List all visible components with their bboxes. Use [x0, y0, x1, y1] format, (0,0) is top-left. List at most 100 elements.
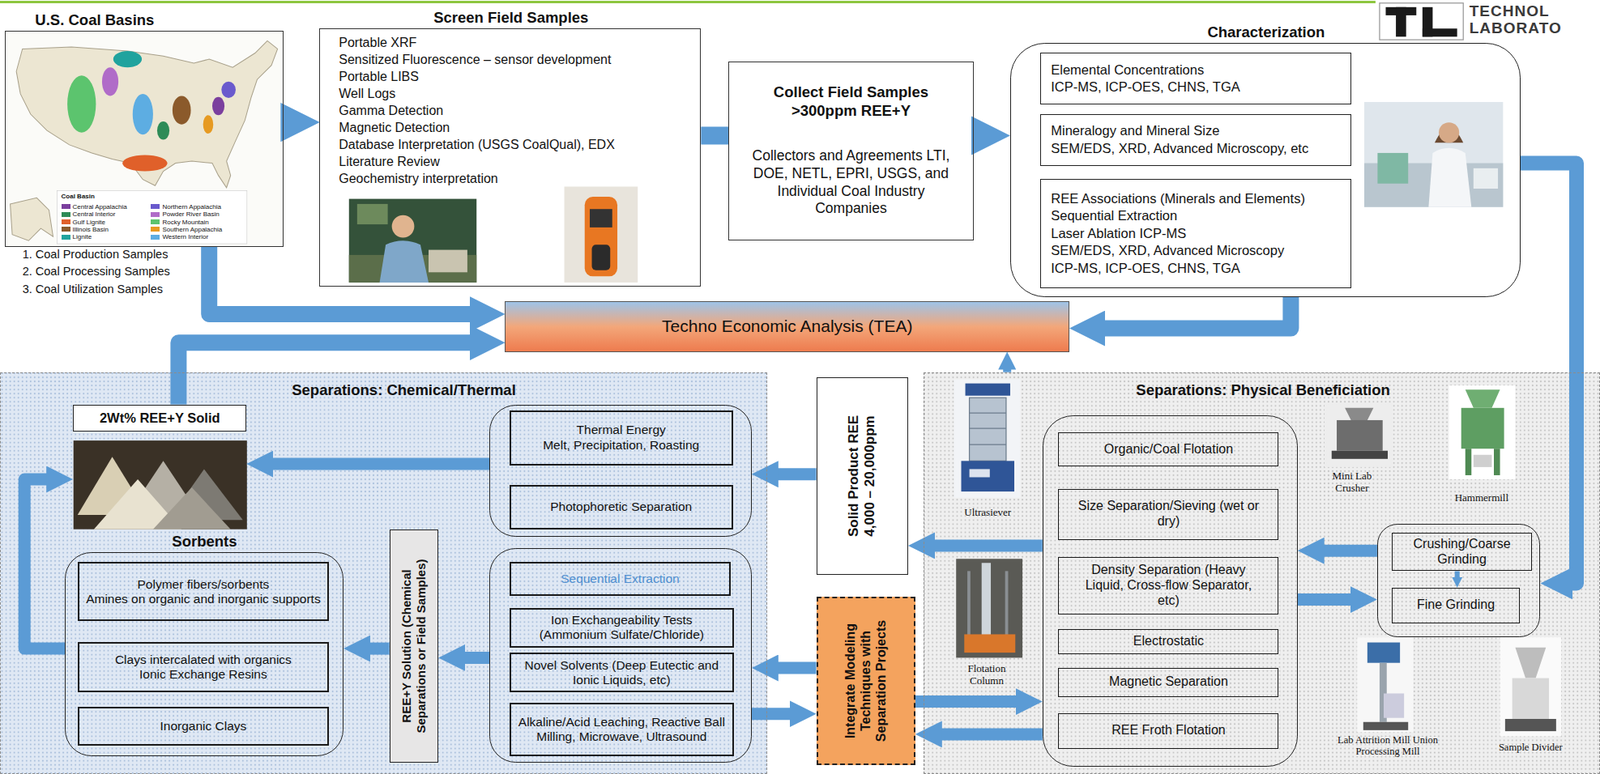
box-subtext: Melt, Precipitation, Roasting: [542, 438, 700, 453]
group-outline: Crushing/Coarse GrindingFine Grinding: [1377, 524, 1541, 638]
logo-mark: [1379, 3, 1464, 40]
box-text: Fine Grinding: [1416, 597, 1495, 614]
process-box: Density Separation (Heavy Liquid, Cross-…: [1058, 557, 1279, 615]
box-text: Collectors and Agreements LTI, DOE, NETL…: [744, 147, 957, 219]
box-subtext: SEM/EDS, XRD, Advanced Microscopy, etc: [1050, 140, 1341, 158]
annotation: Lab Attrition Mill Union Processing Mill: [1332, 734, 1443, 759]
sample-divider-photo: [1500, 637, 1562, 737]
legend-swatch: [61, 234, 71, 240]
rare-earth-powder-photo: [153, 487, 231, 530]
flotation-column-photo: [1005, 571, 1009, 643]
header-rule: [0, 0, 1376, 4]
hammermill-photo: [1465, 448, 1472, 476]
us-coal-map: [57, 191, 248, 244]
flow-arrow: [462, 652, 490, 665]
lab-photo: [1473, 168, 1498, 189]
box-text: Organic/Coal Flotation: [1104, 442, 1234, 458]
group-outline: Sequential ExtractionIon Exchangeability…: [489, 548, 752, 764]
box-subtext: Laser Ablation ICP-MS: [1050, 225, 1341, 243]
group-outline: CharacterizationElemental Concentrations…: [1010, 42, 1521, 298]
flow-arrow: [939, 728, 1043, 741]
box-subtext: ICP-MS, ICP-OES, CHNS, TGA: [1050, 260, 1341, 278]
process-box: Fine Grinding: [1391, 588, 1519, 624]
annotation: Hammermill: [1435, 492, 1528, 505]
hammermill-photo: [1461, 408, 1505, 449]
legend-item: Central Interior: [61, 210, 116, 218]
box-subtext: Ionic Exchange Resins: [139, 667, 268, 683]
annotation: Flotation Column: [955, 663, 1018, 688]
ultrasiever-photo: [969, 427, 1007, 429]
flow-arrow: [751, 708, 793, 721]
legend-swatch: [61, 226, 71, 232]
legend-item: Central Appalachia: [61, 203, 128, 211]
scientist-photo: [428, 250, 468, 274]
box-text: REE Froth Flotation: [1111, 723, 1226, 739]
sample-divider-photo: [1514, 648, 1546, 679]
legend-item: Western Interior: [150, 233, 209, 241]
lab-photo: [1428, 148, 1472, 208]
box-subtext: 4,000 – 20,000ppm: [861, 384, 879, 569]
process-box: Sequential Extraction: [509, 562, 731, 597]
legend-swatch: [150, 219, 160, 225]
flow-arrow: [209, 247, 474, 315]
crusher-photo: [1336, 420, 1383, 452]
box-subtext: SEM/EDS, XRD, Advanced Microscopy: [1050, 242, 1341, 260]
logo-mark: [1379, 3, 1464, 40]
legend-swatch: [61, 212, 71, 218]
legend-swatch: [150, 204, 160, 210]
legend-item: Rocky Mountain: [150, 218, 209, 227]
legend-swatch: [61, 219, 71, 225]
box-text: Inorganic Clays: [159, 719, 247, 734]
process-box: Novel Solvents (Deep Eutectic and Ionic …: [509, 652, 734, 693]
rotated-text-frame: Integrate Modeling Techniques with Separ…: [842, 603, 890, 760]
annotation: 1. Coal Production Samples: [22, 247, 169, 262]
ultrasiever-photo: [954, 379, 1021, 499]
us-coal-map: [132, 93, 154, 135]
flow-arrow: [776, 468, 817, 481]
lab-photo: [1438, 122, 1460, 143]
product-box: 2Wt% REE+Y Solid: [72, 405, 247, 530]
us-coal-map: [221, 81, 236, 99]
crusher-photo: [1344, 408, 1374, 421]
us-coal-map: [16, 40, 278, 188]
legend-item: Lignite: [61, 233, 93, 241]
legend-text: Lignite: [72, 233, 93, 241]
attrition-mill-photo: [1363, 722, 1408, 731]
annotation: TECHNOL: [1469, 3, 1550, 19]
rotated-text-frame: Solid Product REE4,000 – 20,000ppm: [845, 384, 879, 569]
chemical-region-fill: [0, 372, 768, 774]
legend-item: Southern Appalachia: [150, 226, 222, 234]
ultrasiever-photo: [965, 384, 1011, 397]
crusher-photo: [1324, 403, 1393, 468]
scientist-photo: [349, 199, 477, 283]
region-heading: Separations: Chemical/Thermal: [291, 381, 517, 400]
box-text: Integrate Modeling Techniques with Separ…: [842, 603, 890, 760]
rotated-text-frame: REE+Y Solution (Chemical Separations or …: [399, 536, 429, 756]
box-text: Collect Field Samples >300ppm REE+Y: [749, 83, 952, 120]
us-coal-map: [10, 197, 54, 241]
screening-box: Screen Field SamplesPortable XRFSensitiz…: [319, 28, 701, 287]
process-box: REE Froth Flotation: [1058, 713, 1279, 750]
characterization-box: Mineralogy and Mineral SizeSEM/EDS, XRD,…: [1040, 114, 1352, 167]
scientist-photo: [357, 204, 389, 225]
process-box: Photophoretic Separation: [509, 485, 734, 530]
characterization-box: REE Associations (Minerals and Elements)…: [1040, 179, 1352, 289]
attrition-mill-photo: [1367, 643, 1400, 664]
sample-divider-photo: [1505, 719, 1557, 732]
legend-text: Gulf Lignite: [72, 218, 106, 227]
flow-arrow: [1321, 545, 1378, 558]
legend-item: Powder River Basin: [150, 210, 219, 218]
lab-photo: [1364, 102, 1503, 208]
method-item: Literature Review: [338, 153, 700, 171]
us-coal-map: [4, 30, 284, 248]
flotation-column-photo: [964, 634, 1016, 653]
logo-mark: [1395, 7, 1407, 38]
product-label: 2Wt% REE+Y Solid: [72, 405, 247, 432]
vertical-box: Solid Product REE4,000 – 20,000ppm: [816, 377, 909, 576]
heading: Screen Field Samples: [433, 8, 589, 27]
rare-earth-powder-photo: [73, 440, 248, 530]
region-heading: Separations: Physical Beneficiation: [1135, 381, 1391, 400]
scientist-photo: [392, 215, 415, 239]
handheld-analyzer-photo: [589, 209, 613, 228]
us-coal-map: [212, 97, 225, 116]
